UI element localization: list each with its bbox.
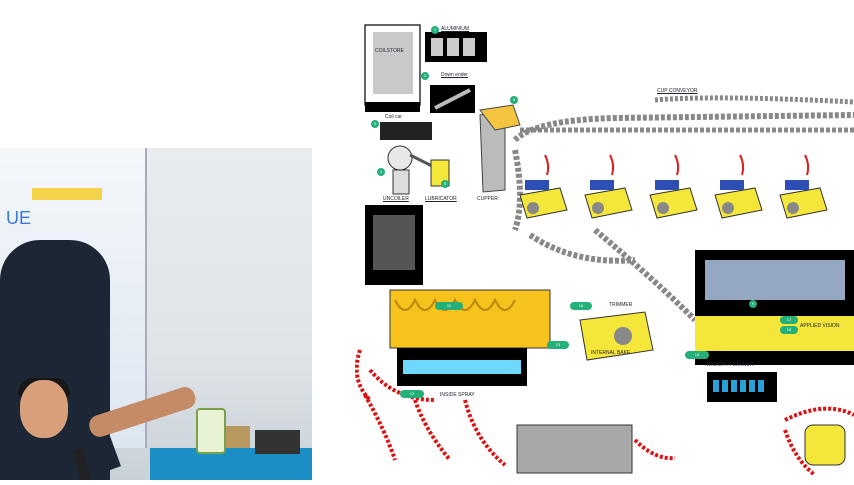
label-down-ender: Down ender — [441, 72, 468, 78]
step-13: 13 — [547, 341, 569, 349]
step-3: 3 — [371, 120, 379, 128]
step-11: 11 — [435, 302, 463, 310]
laptop — [255, 430, 300, 454]
label-cupper: CUPPER — [477, 196, 498, 202]
label-coil-car: Coil car — [385, 114, 402, 120]
step-6: 6 — [510, 96, 518, 104]
label-trimmer: TRIMMER — [609, 302, 633, 308]
label-applied: APPLIED VISION — [800, 323, 840, 329]
step-16: 16 — [570, 302, 592, 310]
step-18: 18 — [780, 326, 798, 334]
diagram-graphics — [354, 24, 854, 477]
label-inside-spray: INSIDE SPRAY — [440, 392, 475, 398]
slide-logo: UE — [6, 208, 32, 228]
slide-highlight — [32, 188, 102, 200]
step-2: 2 — [421, 72, 429, 80]
held-can — [196, 408, 226, 454]
step-9: 9 — [749, 300, 757, 308]
step-4: 4 — [377, 168, 385, 176]
step-5: 5 — [441, 180, 449, 188]
step-1: 1 — [431, 26, 439, 34]
step-17: 17 — [780, 316, 798, 324]
label-internal-bake: INTERNAL BAKE — [591, 350, 631, 356]
can-production-diagram: COILSTORE ALUMINIUM Down ender CUP CONVE… — [354, 20, 854, 480]
step-12: 12 — [400, 390, 424, 398]
label-uncoiler: UNCOILER — [383, 196, 409, 202]
label-aluminium: ALUMINIUM — [441, 26, 470, 32]
presenter-head — [20, 380, 68, 438]
presenter-photo: UE — [0, 148, 312, 480]
label-necker: NECKER / FLANGER — [705, 362, 754, 368]
label-coil-store: COILSTORE — [375, 48, 404, 54]
step-14: 14 — [685, 351, 709, 359]
label-cup-conveyor: CUP CONVEYOR — [657, 88, 698, 94]
label-lubricator: LUBRICATOR — [425, 196, 457, 202]
